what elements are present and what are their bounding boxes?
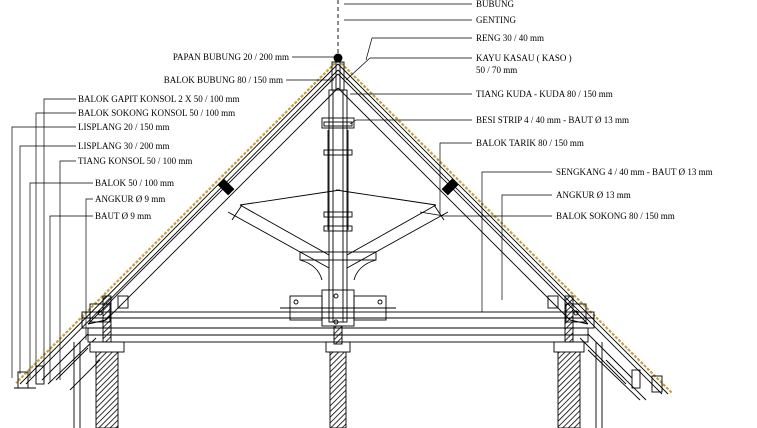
truss-structure	[14, 0, 673, 428]
label-angkur-9: ANGKUR Ø 9 mm	[95, 194, 165, 204]
label-angkur-13: ANGKUR Ø 13 mm	[556, 190, 631, 200]
ridge	[331, 53, 345, 91]
label-papan-bubung: PAPAN BUBUNG 20 / 200 mm	[173, 52, 289, 62]
walls	[89, 295, 585, 428]
left-cantilever	[14, 333, 101, 428]
right-cantilever	[579, 333, 663, 428]
king-post	[321, 89, 355, 323]
label-bubung: BUBUNG	[476, 0, 515, 9]
label-balok-50: BALOK 50 / 100 mm	[95, 178, 174, 188]
label-baut-9: BAUT Ø 9 mm	[95, 211, 151, 221]
label-balok-gapit: BALOK GAPIT KONSOL 2 X 50 / 100 mm	[78, 94, 240, 104]
label-balok-bubung: BALOK BUBUNG 80 / 150 mm	[164, 75, 283, 85]
labels-left: PAPAN BUBUNG 20 / 200 mm BALOK BUBUNG 80…	[78, 52, 289, 221]
label-balok-sokong-konsol: BALOK SOKONG KONSOL 50 / 100 mm	[78, 108, 235, 118]
label-lisplang-1: LISPLANG 20 / 150 mm	[78, 122, 170, 132]
label-balok-tarik: BALOK TARIK 80 / 150 mm	[476, 138, 584, 148]
label-balok-sokong: BALOK SOKONG 80 / 150 mm	[556, 211, 675, 221]
label-kayu-kasau-size: 50 / 70 mm	[476, 65, 517, 75]
label-tiang-kuda: TIANG KUDA - KUDA 80 / 150 mm	[476, 89, 613, 99]
label-reng: RENG 30 / 40 mm	[476, 33, 544, 43]
struts	[227, 189, 449, 269]
label-besi-strip: BESI STRIP 4 / 40 mm - BAUT Ø 13 mm	[476, 115, 629, 125]
label-kayu-kasau: KAYU KASAU ( KASO )	[476, 53, 572, 63]
roof-tiles	[15, 59, 673, 394]
rafters	[19, 63, 669, 395]
label-tiang-konsol: TIANG KONSOL 50 / 100 mm	[78, 156, 192, 166]
purlin-blocks	[217, 178, 459, 196]
strap-plate	[299, 251, 377, 281]
label-sengkang: SENGKANG 4 / 40 mm - BAUT Ø 13 mm	[556, 167, 713, 177]
labels-right: BUBUNG GENTING RENG 30 / 40 mm KAYU KASA…	[476, 0, 713, 221]
label-genting: GENTING	[476, 15, 516, 25]
label-lisplang-2: LISPLANG 30 / 200 mm	[78, 141, 170, 151]
leader-lines	[11, 3, 552, 382]
